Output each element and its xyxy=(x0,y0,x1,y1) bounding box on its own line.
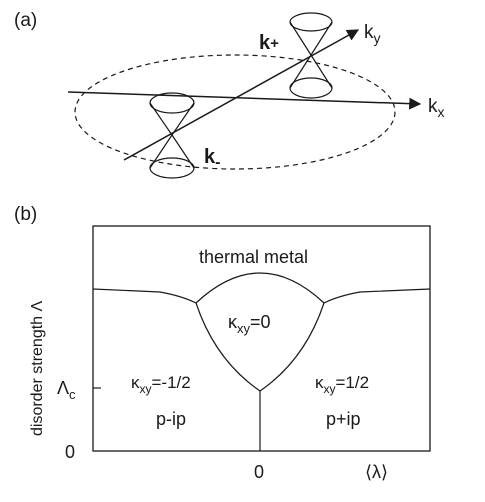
region-center-kappa: κxy=0 xyxy=(228,312,271,336)
brillouin-zone-ellipse xyxy=(74,54,396,170)
region-right-phase: p+ip xyxy=(326,409,361,429)
y-tick-zero: 0 xyxy=(65,442,75,462)
region-left-phase: p-ip xyxy=(156,409,186,429)
k-plus-label: k+ xyxy=(259,32,279,54)
x-tick-lambda: ⟨λ⟩ xyxy=(365,462,388,482)
phase-boundary-right-upper xyxy=(323,288,431,304)
ky-axis xyxy=(123,29,360,161)
phase-boundary-left-upper xyxy=(92,288,197,304)
kx-axis xyxy=(67,91,422,110)
ky-axis-label: ky xyxy=(364,22,381,46)
region-thermal-metal: thermal metal xyxy=(199,247,308,267)
phase-diagram-frame xyxy=(92,225,431,452)
phase-boundary-dome xyxy=(195,272,325,304)
region-left-kappa: κxy=-1/2 xyxy=(131,373,191,396)
x-tick-zero: 0 xyxy=(254,462,264,482)
kx-axis-label: kx xyxy=(428,96,445,120)
panel-a-label: (a) xyxy=(14,10,37,31)
phase-boundary-right-lower xyxy=(259,302,325,392)
panel-b-label: (b) xyxy=(14,204,37,225)
y-tick-lambda-c: Λc xyxy=(57,378,76,402)
dirac-cone-k-minus xyxy=(149,92,195,179)
phase-boundary-left-lower xyxy=(195,302,261,392)
y-axis-label: disorder strength Λ xyxy=(29,300,46,436)
region-right-kappa: κxy=1/2 xyxy=(315,373,369,396)
k-minus-label: k- xyxy=(204,146,220,171)
dirac-cone-k-plus xyxy=(289,12,333,99)
